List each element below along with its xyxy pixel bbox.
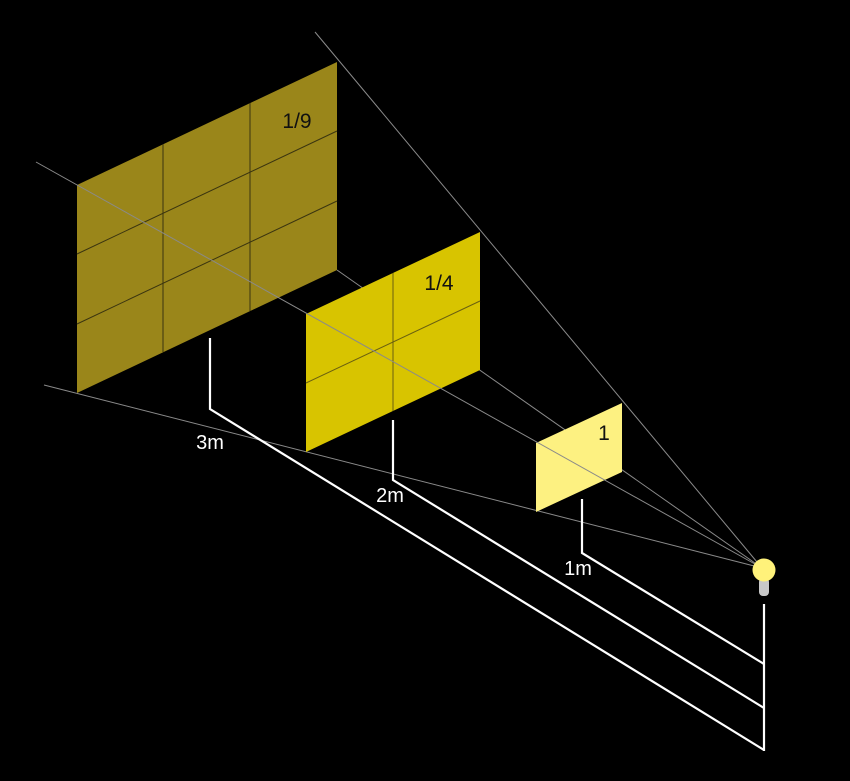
ray-top-left [35,161,763,569]
distance-markers [208,338,766,751]
light-bulb-icon [752,558,776,596]
ray-bottom-left [43,384,763,569]
panel-label: 1/4 [424,272,454,295]
panel-surface [536,403,622,512]
panel-surface [77,62,337,393]
ray-top [314,31,763,569]
bulb-base [759,578,769,596]
distance-label-2m: 2m [376,485,404,507]
bulb-glass [752,558,776,582]
panel-3m: 1/9 [76,62,338,393]
panel-2m: 1/4 [305,232,481,452]
distance-line-2m [391,420,765,709]
distance-line-3m [208,338,765,751]
grid-line [76,130,338,255]
distance-label-1m: 1m [564,558,592,580]
grid-line [76,200,338,325]
distance-line-1m [580,499,765,665]
distance-label-3m: 3m [196,432,224,454]
panel-label: 1 [598,422,610,445]
grid-line [305,300,481,384]
panel-1m: 1 [536,403,622,512]
panel-label: 1/9 [282,110,311,133]
